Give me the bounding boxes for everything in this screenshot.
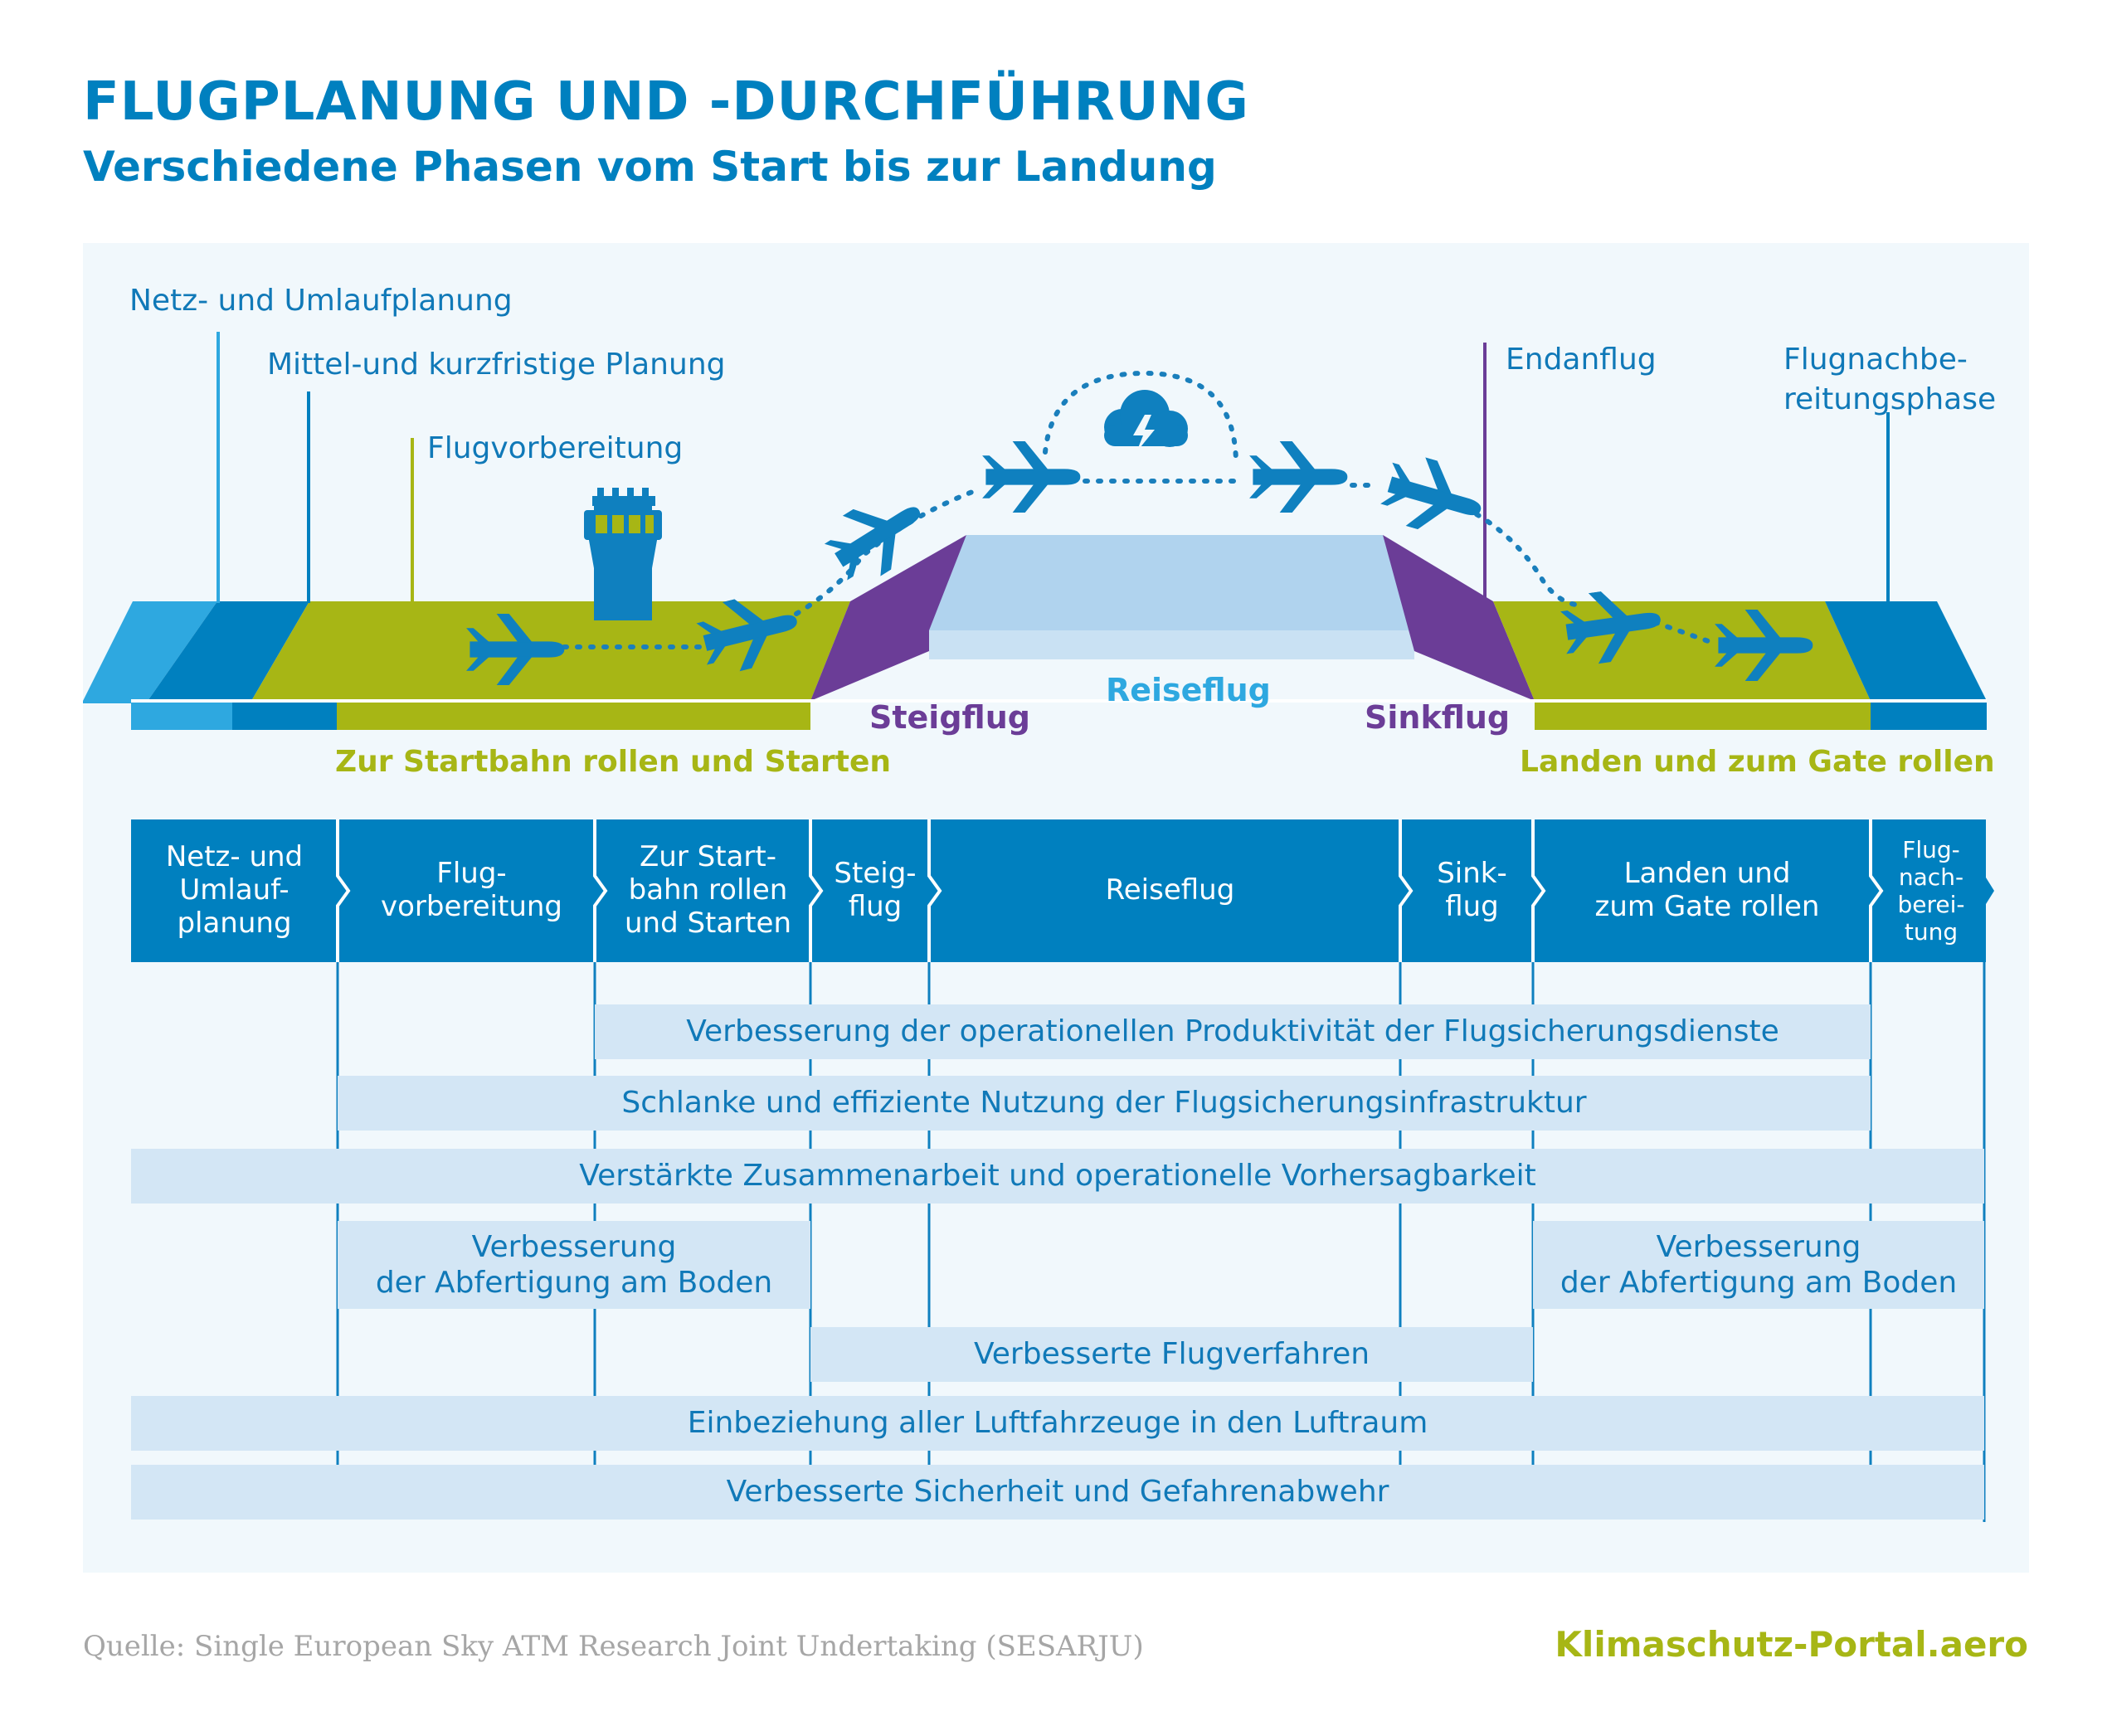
bar-sicherheit: Verbesserte Sicherheit und Gefahrenabweh… (726, 1475, 1389, 1510)
band-segment-nachbereitung (1825, 601, 1987, 701)
band-segment-netz (83, 601, 217, 703)
airplane-icon (1376, 449, 1491, 545)
band-segment-landen (1493, 601, 1871, 701)
bar-produktivitaet: Verbesserung der operationellen Produkti… (686, 1014, 1779, 1049)
tower-icon (584, 488, 662, 620)
phase-strip (131, 819, 1994, 962)
airplane-icon (982, 441, 1081, 513)
label-mittel-kurzfristig: Mittel-und kurzfristige Planung (267, 348, 725, 382)
band-label-steigflug: Steigflug (869, 699, 1030, 736)
phase-reiseflug: Reiseflug (1105, 873, 1235, 907)
phase-steigflug: Steig-flug (834, 857, 917, 923)
phase-flugvorbereitung: Flug-vorbereitung (380, 857, 562, 923)
band-label-sinkflug: Sinkflug (1365, 699, 1510, 736)
brand-link[interactable]: Klimaschutz-Portal.aero (1555, 1624, 2028, 1665)
label-endanflug: Endanflug (1506, 343, 1657, 377)
airplane-icon (1249, 441, 1348, 513)
band-segment-mittel (148, 601, 309, 701)
label-flugvorbereitung: Flugvorbereitung (427, 431, 683, 465)
band-segment-sinkflug (1383, 535, 1535, 701)
label-netz-umlaufplanung: Netz- und Umlaufplanung (129, 284, 513, 318)
band-front-netz (131, 701, 232, 730)
ground-band (83, 535, 1987, 730)
source-note: Quelle: Single European Sky ATM Research… (83, 1630, 1144, 1663)
band-segment-steigflug (810, 535, 966, 701)
bar-luftfahrzeuge: Einbeziehung aller Luftfahrzeuge in den … (687, 1406, 1428, 1441)
band-label-rollen-starten: Zur Startbahn rollen und Starten (335, 745, 891, 779)
improvement-bars (131, 1004, 1984, 1520)
page-subtitle: Verschiedene Phasen vom Start bis zur La… (83, 143, 1217, 191)
bar-infrastruktur: Schlanke und effiziente Nutzung der Flug… (621, 1086, 1587, 1121)
band-segment-reiseflug-top (929, 535, 1414, 630)
storm-cloud-icon (1104, 390, 1188, 452)
bar-zusammenarbeit: Verstärkte Zusammenarbeit und operatione… (579, 1159, 1536, 1194)
label-nachbereitung-1: Flugnachbe- (1783, 343, 1968, 377)
page-title: FLUGPLANUNG UND -DURCHFÜHRUNG (83, 71, 1249, 133)
bar-flugverfahren: Verbesserte Flugverfahren (973, 1337, 1370, 1372)
band-label-reiseflug: Reiseflug (1106, 672, 1271, 708)
band-front-mittel (232, 701, 337, 730)
phase-sinkflug: Sink-flug (1437, 857, 1507, 923)
band-front-nachbereitung (1871, 701, 1987, 730)
band-front-landen (1535, 701, 1871, 730)
label-nachbereitung-2: reitungsphase (1783, 382, 1996, 416)
band-label-landen: Landen und zum Gate rollen (1520, 745, 1995, 779)
phase-nachbereitung: Flug-nach-berei-tung (1897, 835, 1965, 946)
band-segment-reiseflug-front (929, 630, 1414, 659)
band-front-rollen (337, 701, 810, 730)
